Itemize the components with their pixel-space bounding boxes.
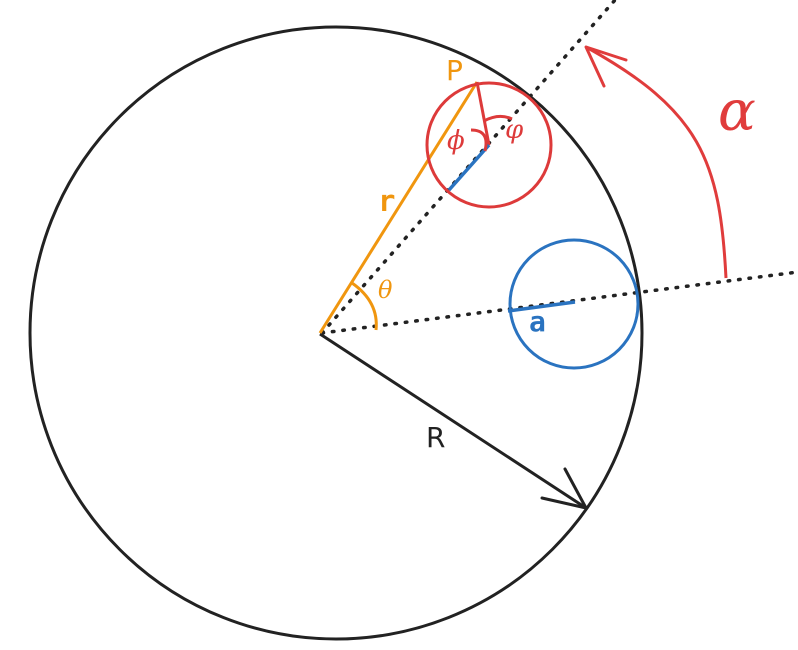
large-circle [28, 25, 644, 641]
label-small-radius-a: a [529, 305, 546, 338]
label-phi: ϕ [447, 126, 465, 156]
label-varphi: φ [505, 115, 524, 145]
alpha-arrow [585, 45, 728, 279]
label-radius-r: r [378, 184, 395, 218]
label-point-p: P [446, 54, 463, 87]
rolling-circle-radius-red [475, 81, 491, 146]
radius-vector-r [318, 81, 479, 334]
rolling-circle-red [425, 81, 553, 209]
alpha-arrowhead [584, 45, 628, 88]
big-radius-arrow [319, 332, 587, 510]
theta-arc [351, 281, 378, 331]
label-theta: θ [378, 276, 393, 304]
phi-arc [470, 128, 488, 152]
big-radius-arrowhead [540, 467, 588, 510]
rolling-circle-radius-blue [447, 143, 491, 192]
small-circle-blue [508, 238, 640, 370]
label-big-radius-r: R [426, 421, 445, 454]
varphi-arc [483, 114, 513, 123]
label-alpha: α [718, 79, 756, 144]
small-radius-a [507, 300, 576, 313]
